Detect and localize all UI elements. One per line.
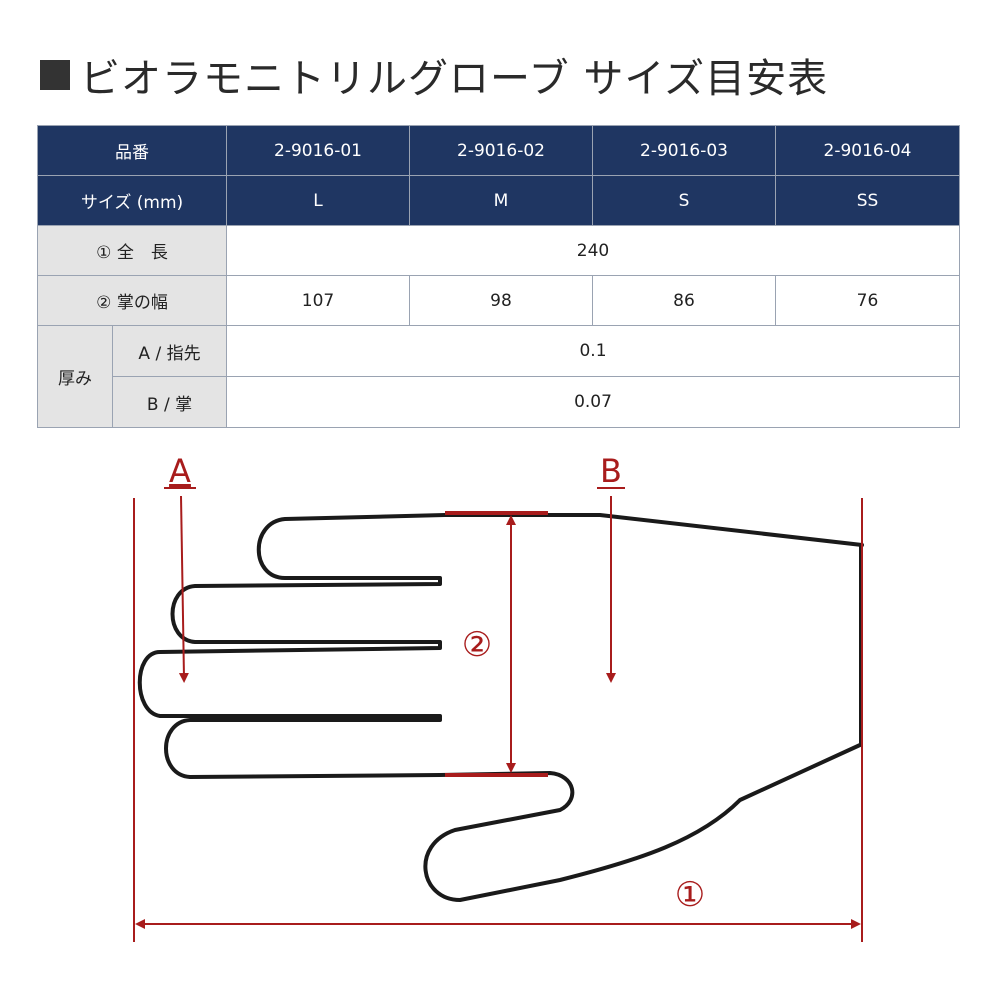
- part-number-label: 品番: [37, 125, 227, 176]
- palm-width-cell: 76: [775, 275, 960, 326]
- thickness-a-marker-label: A: [169, 452, 191, 490]
- thickness-label: 厚み: [37, 325, 113, 428]
- row-total-length: ① 全 長 240: [37, 225, 960, 276]
- thickness-a-arrow: [178, 495, 189, 683]
- part-number-cell: 2-9016-02: [409, 125, 593, 176]
- size-label: サイズ (mm): [37, 175, 227, 226]
- thickness-a-label: A / 指先: [112, 325, 227, 377]
- part-number-cell: 2-9016-04: [775, 125, 960, 176]
- total-length-value: 240: [226, 225, 960, 276]
- thickness-b-marker-label: B: [600, 452, 622, 490]
- palm-width-marker-label: ②: [462, 625, 492, 665]
- row-size: サイズ (mm) L M S SS: [37, 175, 960, 226]
- row-palm-width: ② 掌の幅 107 98 86 76: [37, 275, 960, 326]
- size-cell: L: [226, 175, 410, 226]
- row-part-number: 品番 2-9016-01 2-9016-02 2-9016-03 2-9016-…: [37, 125, 960, 176]
- square-bullet-icon: [40, 60, 70, 90]
- palm-width-cell: 98: [409, 275, 593, 326]
- page-title-text: ビオラモニトリルグローブ サイズ目安表: [80, 56, 829, 102]
- size-cell: M: [409, 175, 593, 226]
- total-length-marker-label: ①: [675, 875, 705, 915]
- thickness-b-value: 0.07: [226, 376, 960, 428]
- glove-diagram: ① ② A B: [133, 452, 864, 942]
- row-thickness-b: B / 掌 0.07: [38, 376, 960, 428]
- part-number-cell: 2-9016-03: [592, 125, 776, 176]
- size-table: 品番 2-9016-01 2-9016-02 2-9016-03 2-9016-…: [37, 125, 960, 428]
- palm-width-cell: 86: [592, 275, 776, 326]
- glove-outline: [137, 513, 864, 902]
- thickness-b-label: B / 掌: [112, 376, 227, 428]
- row-thickness-a: 厚み A / 指先 0.1: [37, 325, 960, 428]
- size-cell: S: [592, 175, 776, 226]
- palm-width-cell: 107: [226, 275, 410, 326]
- page-title: ビオラモニトリルグローブ サイズ目安表: [40, 48, 828, 102]
- size-cell: SS: [775, 175, 960, 226]
- palm-width-label: ② 掌の幅: [37, 275, 227, 326]
- thickness-a-value: 0.1: [226, 325, 960, 377]
- total-length-label: ① 全 長: [37, 225, 227, 276]
- part-number-cell: 2-9016-01: [226, 125, 410, 176]
